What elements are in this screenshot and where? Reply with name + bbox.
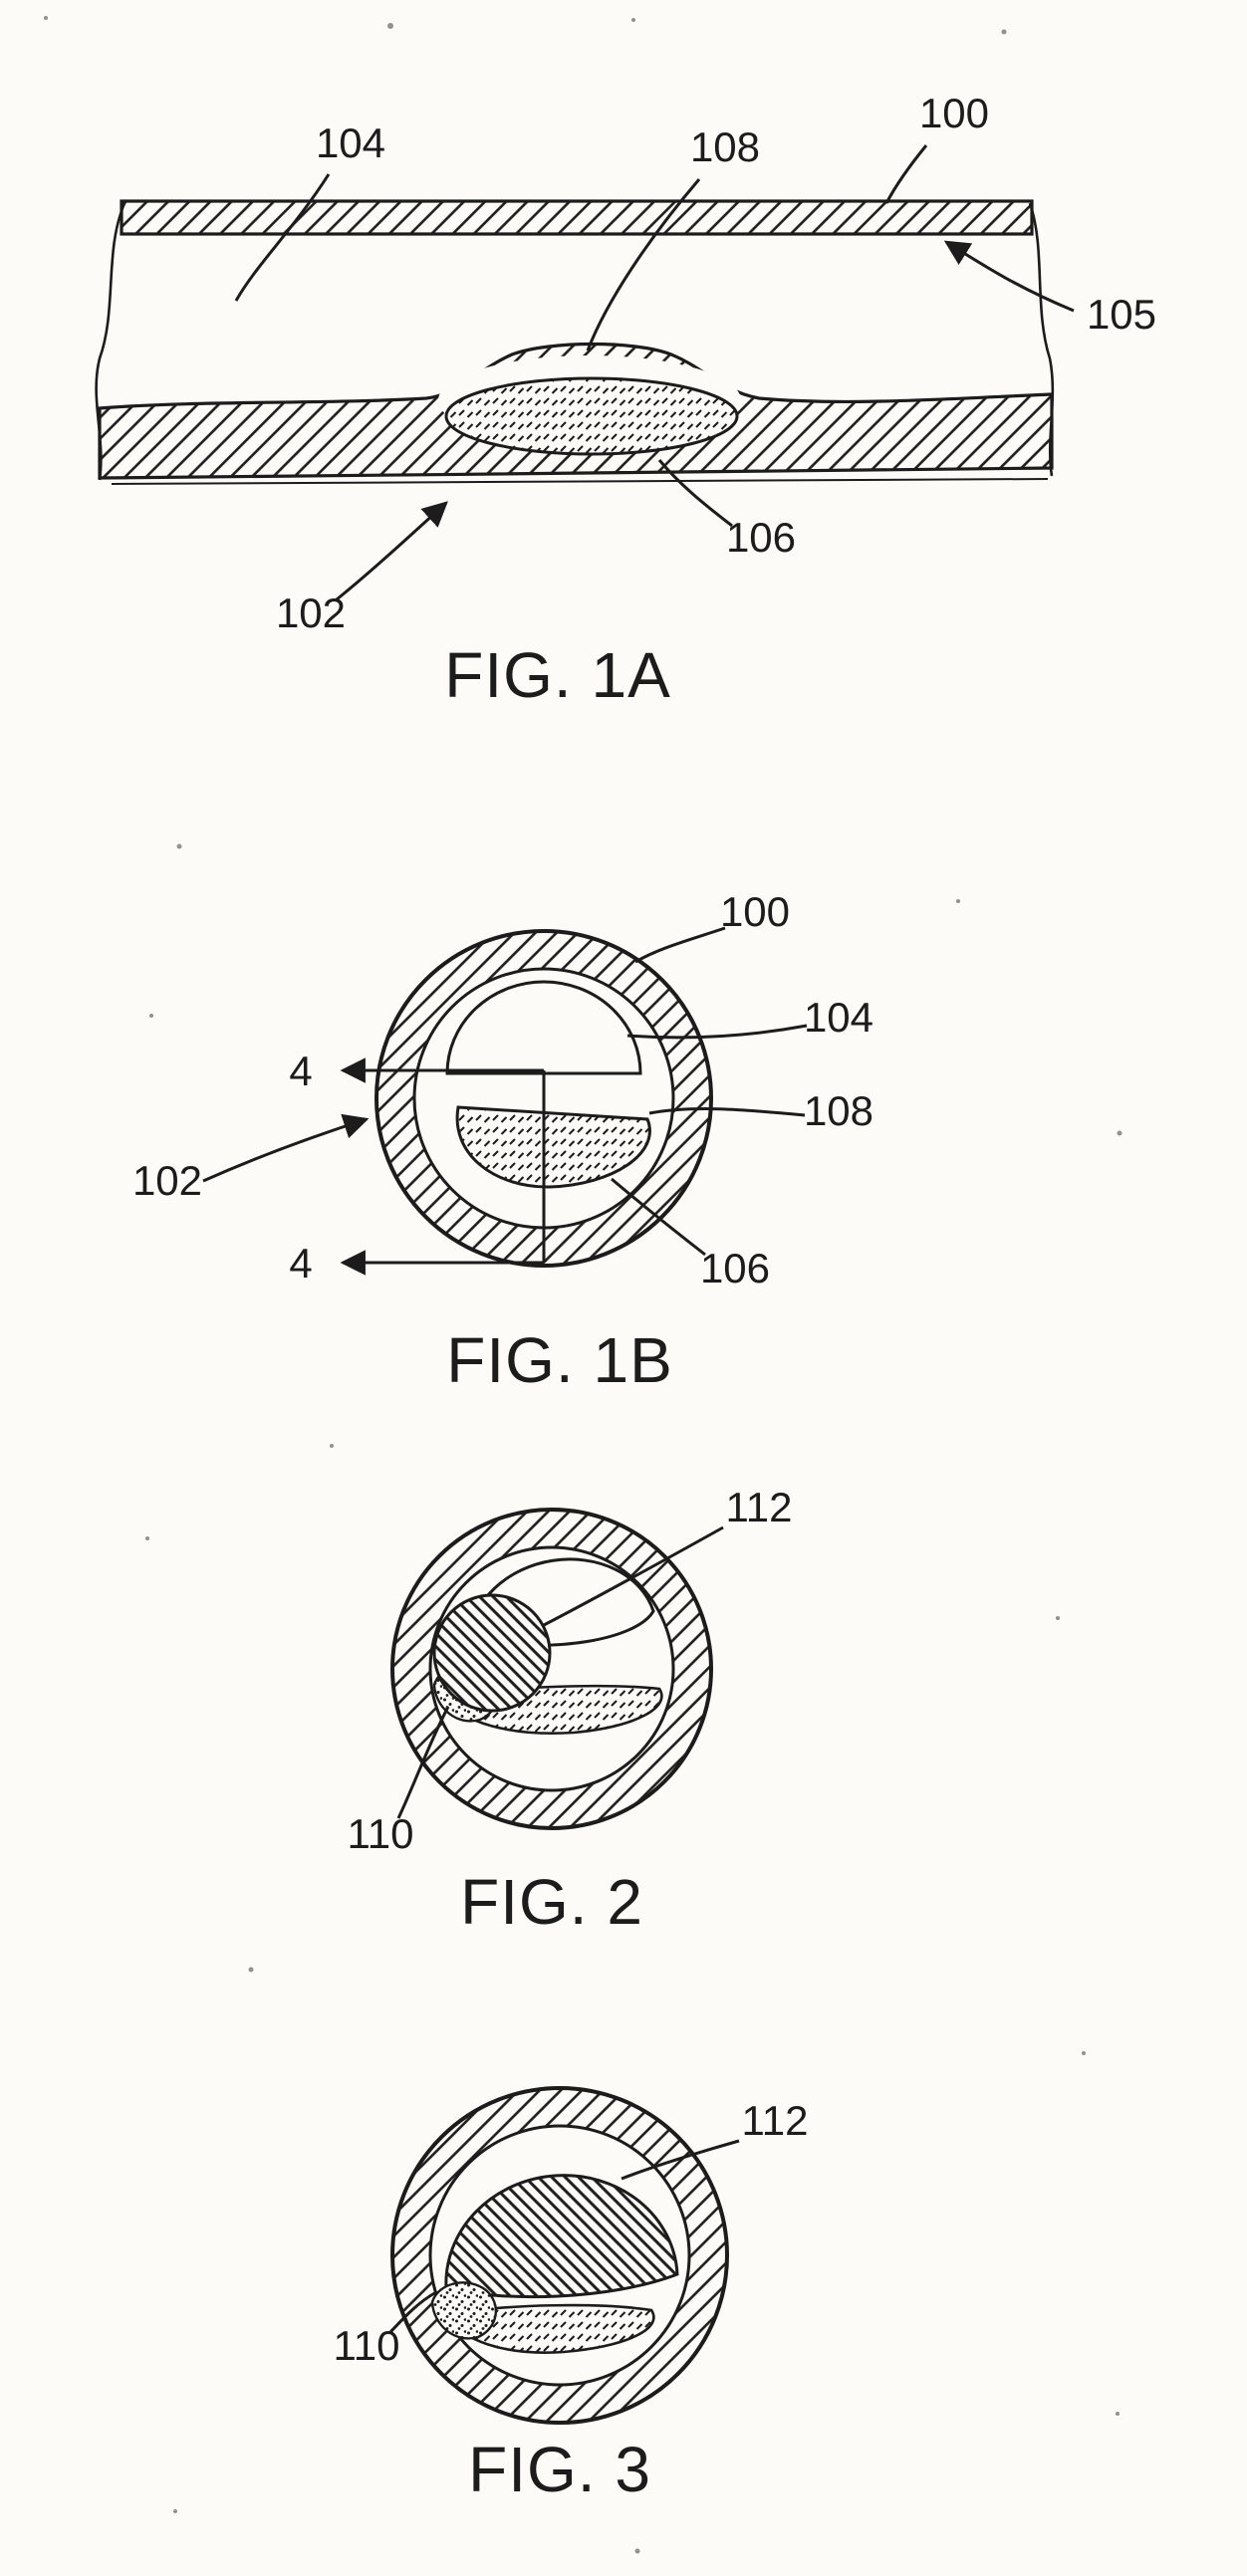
fig1a-label-106: 106 (726, 514, 796, 561)
fig2-caption: FIG. 2 (460, 1866, 643, 1938)
scan-specks (44, 16, 1122, 2554)
fig1b-leader-100 (634, 926, 726, 964)
fig1b-section-label-top: 4 (289, 1048, 312, 1094)
fig3-leader-110 (388, 2290, 437, 2334)
fig1a-leader-100 (884, 144, 928, 204)
fig1a-agent-region (444, 376, 739, 456)
fig1b-caption: FIG. 1B (446, 1324, 673, 1396)
fig1a-leader-104 (234, 173, 331, 302)
fig3-stipple-region (430, 2281, 498, 2340)
fig-1a: 104 108 100 105 106 102 FIG. 1A (95, 90, 1156, 711)
fig1b-leader-106 (611, 1177, 706, 1257)
fig3-hatched-member (444, 2174, 679, 2299)
fig1b-arrow-102 (202, 1113, 370, 1183)
fig1b-section-label-bottom: 4 (289, 1240, 312, 1287)
fig2-hatched-member (432, 1593, 552, 1713)
fig1b-leader-108 (648, 1107, 806, 1117)
fig1a-label-105: 105 (1087, 291, 1156, 338)
fig1b-label-104: 104 (804, 994, 873, 1041)
fig1b-agent-region (455, 1105, 651, 1189)
fig1b-lumen-dome (445, 980, 642, 1075)
fig1b-label-106: 106 (700, 1245, 770, 1291)
fig1b-label-100: 100 (720, 888, 790, 935)
fig1a-arrow-102 (336, 501, 448, 601)
fig1a-leader-108 (586, 178, 701, 351)
fig1b-label-108: 108 (804, 1087, 873, 1134)
fig2-leader-110 (396, 1706, 450, 1819)
fig1a-right-break-line (1028, 202, 1055, 477)
fig1a-arrow-105 (943, 240, 1075, 313)
fig1a-upper-wall (120, 199, 1034, 236)
fig3-leader-112 (621, 2139, 740, 2181)
fig-2: 112 110 FIG. 2 (348, 1484, 793, 1938)
fig1b-leader-104 (626, 1024, 808, 1040)
fig1a-leader-106 (657, 459, 733, 528)
fig-3: 112 110 FIG. 3 (334, 2086, 809, 2505)
fig2-label-110: 110 (348, 1810, 414, 1857)
fig3-caption: FIG. 3 (468, 2434, 651, 2505)
fig1b-label-102: 102 (132, 1157, 202, 1204)
fig1a-label-102: 102 (276, 589, 346, 636)
fig2-label-112: 112 (726, 1484, 793, 1530)
fig1a-label-104: 104 (316, 119, 385, 166)
fig3-agent-region (446, 2303, 655, 2354)
fig1a-left-break-line (95, 200, 127, 481)
fig1a-lower-outline (111, 478, 1049, 485)
fig3-label-112: 112 (742, 2097, 809, 2144)
fig1a-caption: FIG. 1A (444, 639, 671, 711)
fig-1b: 4 4 100 104 108 106 102 FIG. 1B (132, 888, 873, 1396)
fig3-label-110: 110 (334, 2322, 400, 2369)
fig1a-label-100: 100 (919, 90, 989, 136)
fig1a-label-108: 108 (690, 123, 760, 170)
fig2-leader-112 (543, 1525, 724, 1627)
